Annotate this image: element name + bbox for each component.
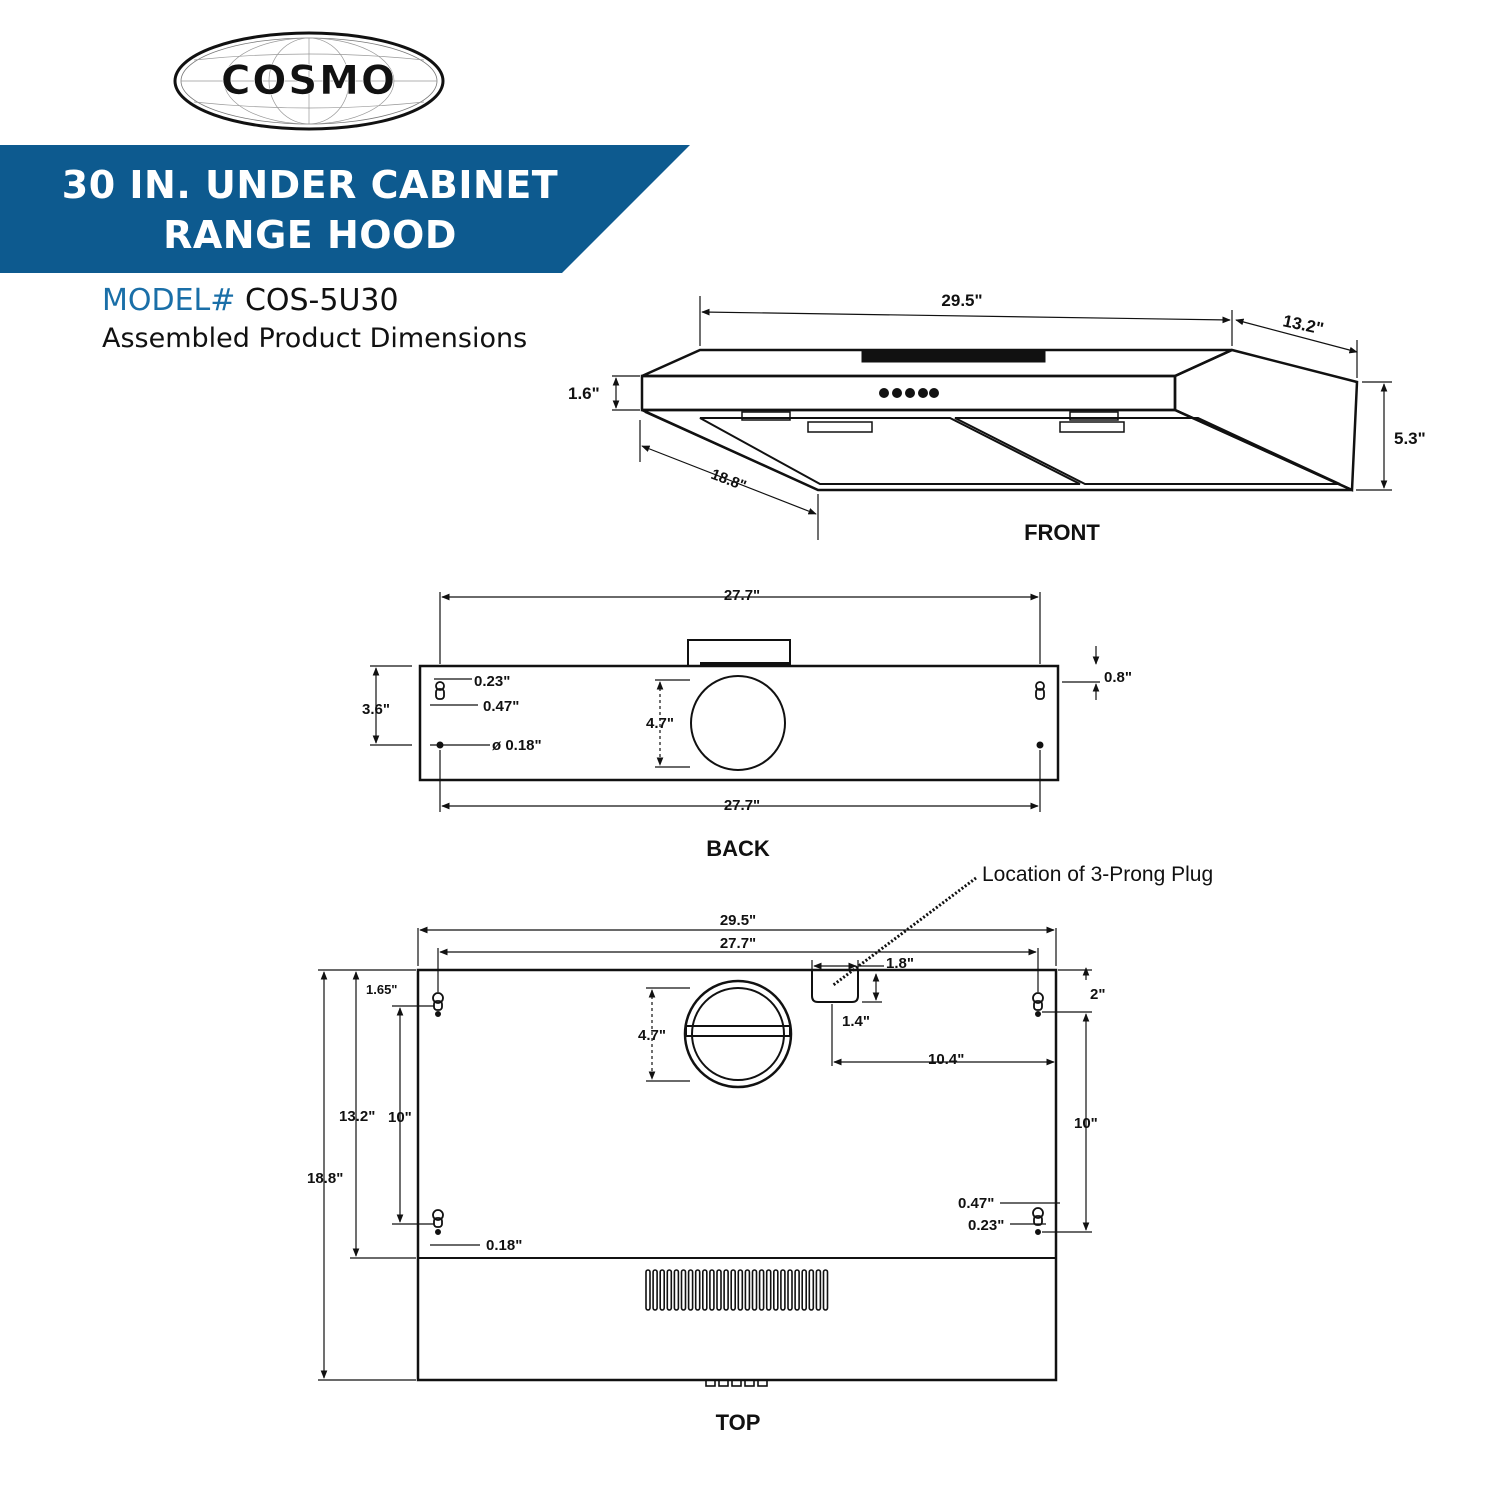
logo-text: COSMO [221, 58, 397, 104]
back-hole-offset-label: 0.23" [474, 673, 510, 690]
vent-slot [765, 1269, 772, 1311]
vent-slot [780, 1269, 786, 1311]
top-view-title: TOP [716, 1410, 761, 1435]
model-value: COS-5U30 [244, 283, 399, 318]
front-width-label: 29.5" [941, 291, 982, 310]
vent-slot [659, 1269, 666, 1311]
back-hole-spacing-label: 0.47" [483, 698, 519, 715]
vent-slot [801, 1269, 808, 1311]
back-view [370, 592, 1100, 812]
plug-to-edge-label: 10.4" [928, 1051, 964, 1068]
top-duct-diameter-label: 4.7" [638, 1027, 666, 1044]
cosmo-logo: COSMO [173, 31, 445, 131]
back-right-offset-label: 0.8" [1104, 669, 1132, 686]
vent-slot [737, 1269, 744, 1311]
model-label: MODEL# [102, 283, 236, 318]
top-view [318, 876, 1092, 1387]
right-hole-vertical-label: 10" [1074, 1115, 1098, 1132]
vent-slot [730, 1269, 737, 1311]
vent-slot [716, 1269, 722, 1311]
title-line-2: RANGE HOOD [163, 213, 457, 257]
vent-slot [652, 1269, 658, 1311]
front-view [612, 296, 1392, 540]
vent-slot [687, 1269, 694, 1311]
right-hole-offset-label: 0.23" [968, 1217, 1004, 1234]
left-top-offset-label: 1.65" [366, 982, 397, 997]
vent-slot [723, 1269, 729, 1311]
plug-location-note: Location of 3-Prong Plug [982, 863, 1213, 886]
title-banner: 30 IN. UNDER CABINET RANGE HOOD [0, 145, 690, 273]
vent-slot [822, 1269, 829, 1311]
top-hole-span-label: 27.7" [720, 935, 756, 952]
vent-slot [751, 1269, 758, 1311]
left-hole-vertical-label: 10" [388, 1109, 412, 1126]
vent-slot [794, 1269, 800, 1311]
vent-slot [645, 1269, 651, 1311]
model-number: MODEL# COS-5U30 [102, 283, 399, 318]
vent-slot [772, 1269, 779, 1311]
plug-depth-label: 1.4" [842, 1013, 870, 1030]
back-height-label: 3.6" [362, 701, 390, 718]
vent-slot [694, 1269, 701, 1311]
top-overall-width-label: 29.5" [720, 912, 756, 929]
front-depth-label: 13.2" [1281, 311, 1325, 338]
overall-height-label: 5.3" [1394, 429, 1426, 448]
front-height-label: 1.6" [568, 384, 600, 403]
vent-slot [744, 1269, 751, 1311]
vent-slot [680, 1269, 687, 1311]
plug-width-label: 1.8" [886, 955, 914, 972]
left-hole-offset-label: 0.18" [486, 1237, 522, 1254]
back-top-span-label: 27.7" [724, 587, 760, 604]
back-view-title: BACK [706, 836, 770, 861]
vent-slot [701, 1269, 708, 1311]
front-view-title: FRONT [1024, 520, 1100, 545]
vent-slot [787, 1269, 793, 1311]
back-duct-diameter-label: 4.7" [646, 715, 674, 732]
right-top-offset-label: 2" [1090, 986, 1105, 1003]
vent-slot [808, 1269, 815, 1311]
vent-slot [758, 1269, 765, 1311]
right-hole-spacing-label: 0.47" [958, 1195, 994, 1212]
side-depth-label: 18.8" [709, 466, 749, 495]
vent-slot [673, 1269, 680, 1311]
top-overall-depth-label: 18.8" [307, 1170, 343, 1187]
vent-slot [815, 1269, 822, 1311]
back-hole-diameter-label: ø 0.18" [492, 737, 542, 754]
subtitle: Assembled Product Dimensions [102, 323, 528, 354]
title-line-1: 30 IN. UNDER CABINET [61, 163, 559, 207]
vent-slot [709, 1269, 715, 1311]
top-inner-depth-label: 13.2" [339, 1108, 375, 1125]
back-bottom-span-label: 27.7" [724, 797, 760, 814]
vent-slot [666, 1269, 673, 1311]
